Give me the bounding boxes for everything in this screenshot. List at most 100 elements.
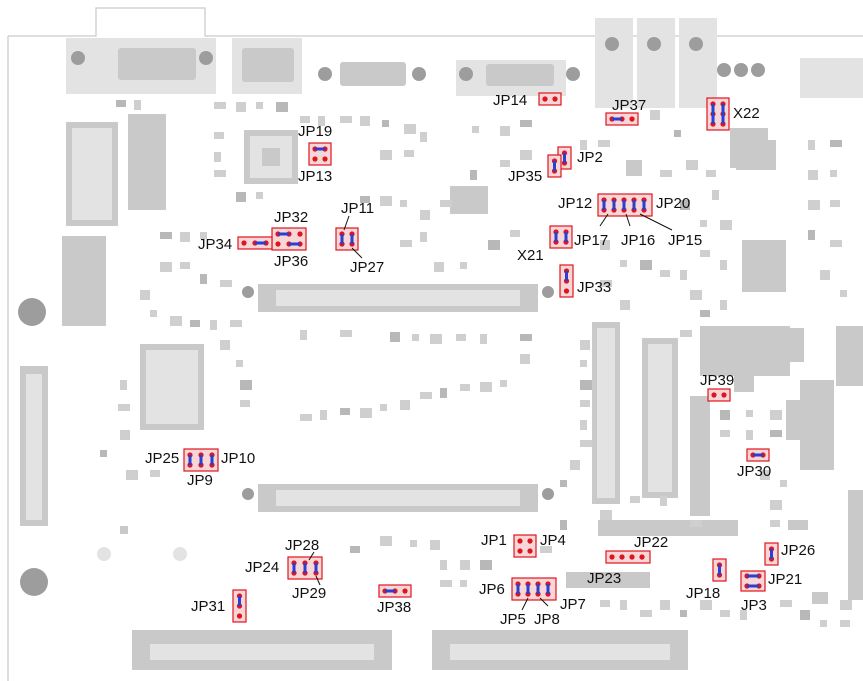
smd-part [770, 410, 782, 420]
smd-part [460, 580, 467, 587]
smd-part [236, 360, 243, 367]
smd-part [780, 480, 787, 487]
smd-part [240, 400, 250, 407]
label-jp32: JP32 [274, 209, 308, 226]
label-jp25: JP25 [145, 450, 179, 467]
jumper-jp31 [232, 589, 247, 623]
smd-part [140, 290, 150, 300]
smd-part [620, 600, 627, 610]
smd-part [570, 460, 580, 470]
label-jp18: JP18 [686, 585, 720, 602]
smd-part [360, 196, 370, 203]
smd-part [746, 410, 753, 417]
smd-part [210, 320, 217, 330]
smd-part [126, 470, 138, 480]
label-jp31: JP31 [191, 598, 225, 615]
smd-part [706, 170, 716, 177]
label-jp11: JP11 [341, 200, 374, 217]
smd-part [440, 560, 447, 570]
smd-part [390, 332, 400, 342]
label-jp38: JP38 [377, 599, 411, 616]
smd-part [746, 430, 753, 440]
smd-part [200, 274, 207, 284]
smd-part [740, 610, 747, 620]
label-jp29: JP29 [292, 585, 326, 602]
smd-part [180, 232, 190, 242]
jumper-jp18 [712, 558, 727, 582]
smd-part [830, 140, 842, 147]
smd-part [660, 600, 670, 610]
smd-part [380, 404, 387, 411]
label-jp1: JP1 [481, 532, 507, 549]
jumper-labels: JP14 JP37 X22 JP19 JP13 JP2 JP35 JP12 JP… [145, 92, 815, 628]
smd-part [420, 392, 432, 399]
smd-part [700, 600, 712, 610]
smd-part [430, 540, 440, 550]
label-jp8: JP8 [534, 611, 560, 628]
smd-part [400, 400, 410, 410]
jumper-jp33 [559, 264, 574, 298]
label-jp20: JP20 [656, 195, 690, 212]
smd-part [580, 440, 592, 447]
top-connectors [66, 18, 863, 108]
jumper-jp6-jp5-jp8-jp7 [511, 577, 557, 601]
label-jp17: JP17 [574, 232, 608, 249]
smd-part [600, 280, 612, 287]
smd-part [440, 200, 452, 207]
label-jp33: JP33 [577, 279, 611, 296]
smd-part [820, 620, 827, 627]
smd-part [500, 126, 510, 136]
smd-part [690, 290, 702, 300]
smd-part [420, 232, 427, 242]
smd-part [420, 210, 430, 220]
smd-part [472, 126, 479, 133]
smd-part [276, 102, 288, 112]
label-jp2: JP2 [577, 149, 603, 166]
smd-part [400, 200, 407, 207]
smd-part [808, 200, 820, 210]
smd-part [318, 116, 325, 126]
smd-part [640, 610, 652, 617]
smd-part [620, 260, 627, 267]
smd-part [170, 316, 182, 326]
smd-part [560, 480, 567, 487]
smd-part [712, 190, 719, 200]
smd-part [580, 340, 590, 350]
smd-part [680, 330, 692, 337]
smd-part [600, 600, 610, 607]
smd-part [720, 410, 730, 420]
smd-part [360, 408, 372, 418]
smd-part [700, 220, 707, 227]
smd-part [380, 536, 392, 546]
smd-part [236, 102, 246, 112]
smd-part [840, 600, 852, 610]
smd-part [540, 546, 552, 553]
smd-part [440, 388, 447, 398]
smd-part [150, 470, 160, 477]
jumper-jp1-jp4 [513, 534, 537, 558]
smd-part [660, 496, 667, 506]
smd-part [470, 170, 477, 180]
smd-part [320, 410, 327, 420]
smd-part [380, 150, 392, 160]
smd-part [500, 160, 510, 167]
smd-part [830, 200, 840, 207]
right-components [700, 140, 863, 604]
smd-part [680, 610, 687, 617]
smd-part [300, 116, 310, 123]
smd-part [680, 200, 690, 210]
smd-part [134, 100, 141, 110]
smd-part [150, 310, 157, 317]
smd-part [800, 610, 810, 620]
label-jp21: JP21 [768, 571, 802, 588]
smd-part [430, 334, 442, 344]
smd-part [180, 262, 190, 269]
smd-part [480, 560, 492, 570]
smd-part [760, 470, 770, 480]
jumper-jp24-jp28-jp29 [287, 556, 323, 580]
label-jp9: JP9 [187, 472, 213, 489]
label-jp24: JP24 [245, 559, 279, 576]
smd-part [120, 430, 130, 440]
label-jp7: JP7 [560, 596, 586, 613]
smd-part [340, 408, 350, 415]
